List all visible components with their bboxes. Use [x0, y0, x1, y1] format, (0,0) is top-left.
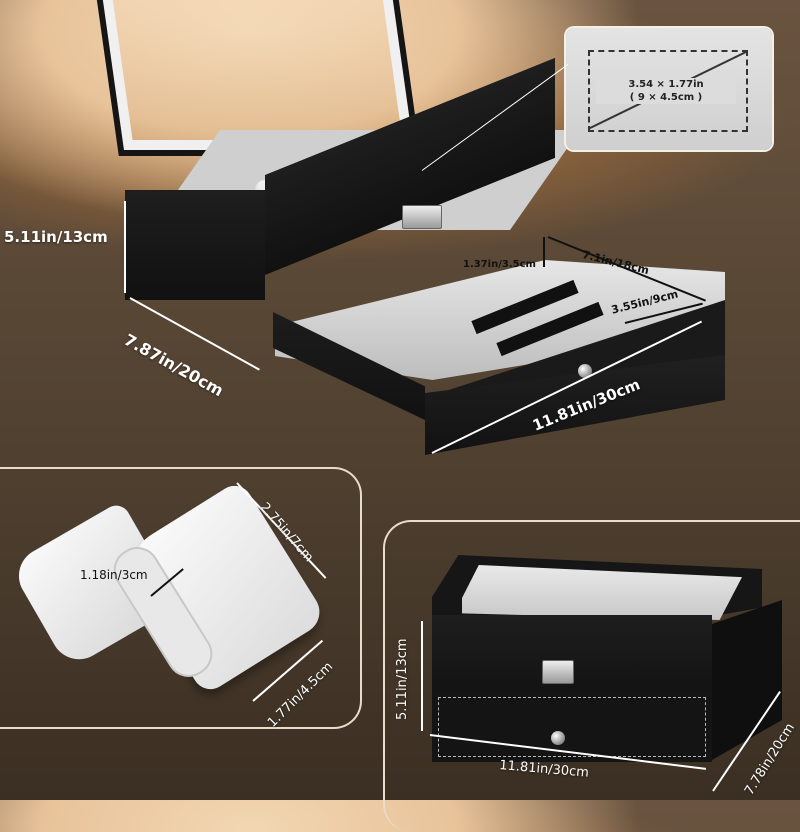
closed-box-drawer-knob[interactable] — [551, 731, 565, 745]
drawer-depth-line — [543, 237, 545, 267]
slot-dimension-cm: ( 9 × 4.5cm ) — [629, 92, 703, 103]
slot-dimension-text: 3.54 × 1.77in ( 9 × 4.5cm ) — [596, 78, 736, 104]
drawer-depth-label: 1.37in/3.5cm — [463, 259, 536, 270]
height-dimension-line — [124, 201, 126, 293]
slot-dimension-inches: 3.54 × 1.77in — [628, 79, 704, 90]
closed-box-panel — [383, 520, 800, 832]
height-label: 5.11in/13cm — [4, 228, 108, 246]
closed-height-line — [421, 621, 423, 731]
slot-outline — [588, 50, 748, 132]
drawer-stitching — [438, 697, 706, 757]
lock-clasp[interactable] — [402, 205, 442, 229]
closed-box-lock[interactable] — [542, 660, 574, 684]
closed-box-drawer[interactable] — [432, 690, 712, 762]
depth-label: 7.87in/20cm — [120, 330, 227, 401]
pillow-thickness-label: 1.18in/3cm — [80, 568, 148, 582]
pillow-detail-panel — [0, 467, 362, 729]
glass-lid — [93, 0, 421, 156]
slot-inset: 3.54 × 1.77in ( 9 × 4.5cm ) — [566, 28, 772, 150]
closed-height-label: 5.11in/13cm — [395, 638, 410, 720]
upper-compartment — [125, 190, 265, 300]
